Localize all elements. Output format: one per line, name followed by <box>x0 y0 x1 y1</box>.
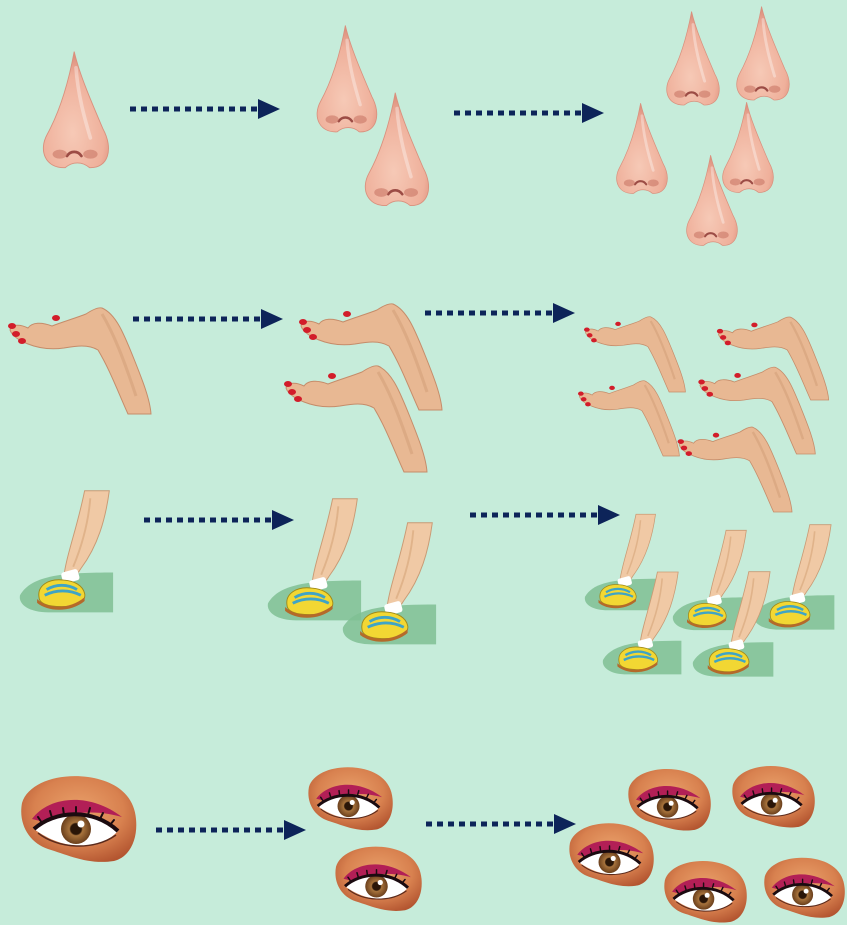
eye-icon <box>21 776 136 862</box>
dotted-right-arrow-icon <box>156 820 306 840</box>
dotted-right-arrow-icon <box>144 510 294 530</box>
hand-icon <box>584 317 685 392</box>
nose-icon <box>737 7 789 101</box>
row-hand <box>8 303 829 512</box>
row-nose <box>43 7 789 246</box>
dotted-right-arrow-icon <box>133 309 283 329</box>
hand-icon <box>8 308 151 414</box>
eye-icon <box>764 858 845 918</box>
dotted-right-arrow-icon <box>426 814 576 834</box>
foot-icon <box>585 514 659 610</box>
dotted-right-arrow-icon <box>470 505 620 525</box>
dotted-right-arrow-icon <box>454 103 604 123</box>
hand-icon <box>284 366 427 472</box>
eye-icon <box>628 769 710 830</box>
dotted-right-arrow-icon <box>130 99 280 119</box>
eye-icon <box>308 767 392 830</box>
hand-icon <box>578 381 679 456</box>
hand-icon <box>678 427 792 512</box>
eye-icon <box>335 847 421 911</box>
eye-icon <box>664 861 746 922</box>
row-foot <box>20 491 835 677</box>
row-eye <box>21 766 845 922</box>
nose-icon <box>723 102 774 192</box>
nose-icon <box>617 103 668 193</box>
nose-icon <box>43 52 108 168</box>
eye-icon <box>569 823 653 886</box>
nose-icon <box>317 25 377 131</box>
foot-icon <box>20 491 113 613</box>
dotted-right-arrow-icon <box>425 303 575 323</box>
eye-icon <box>732 766 814 827</box>
nose-icon <box>667 12 719 106</box>
